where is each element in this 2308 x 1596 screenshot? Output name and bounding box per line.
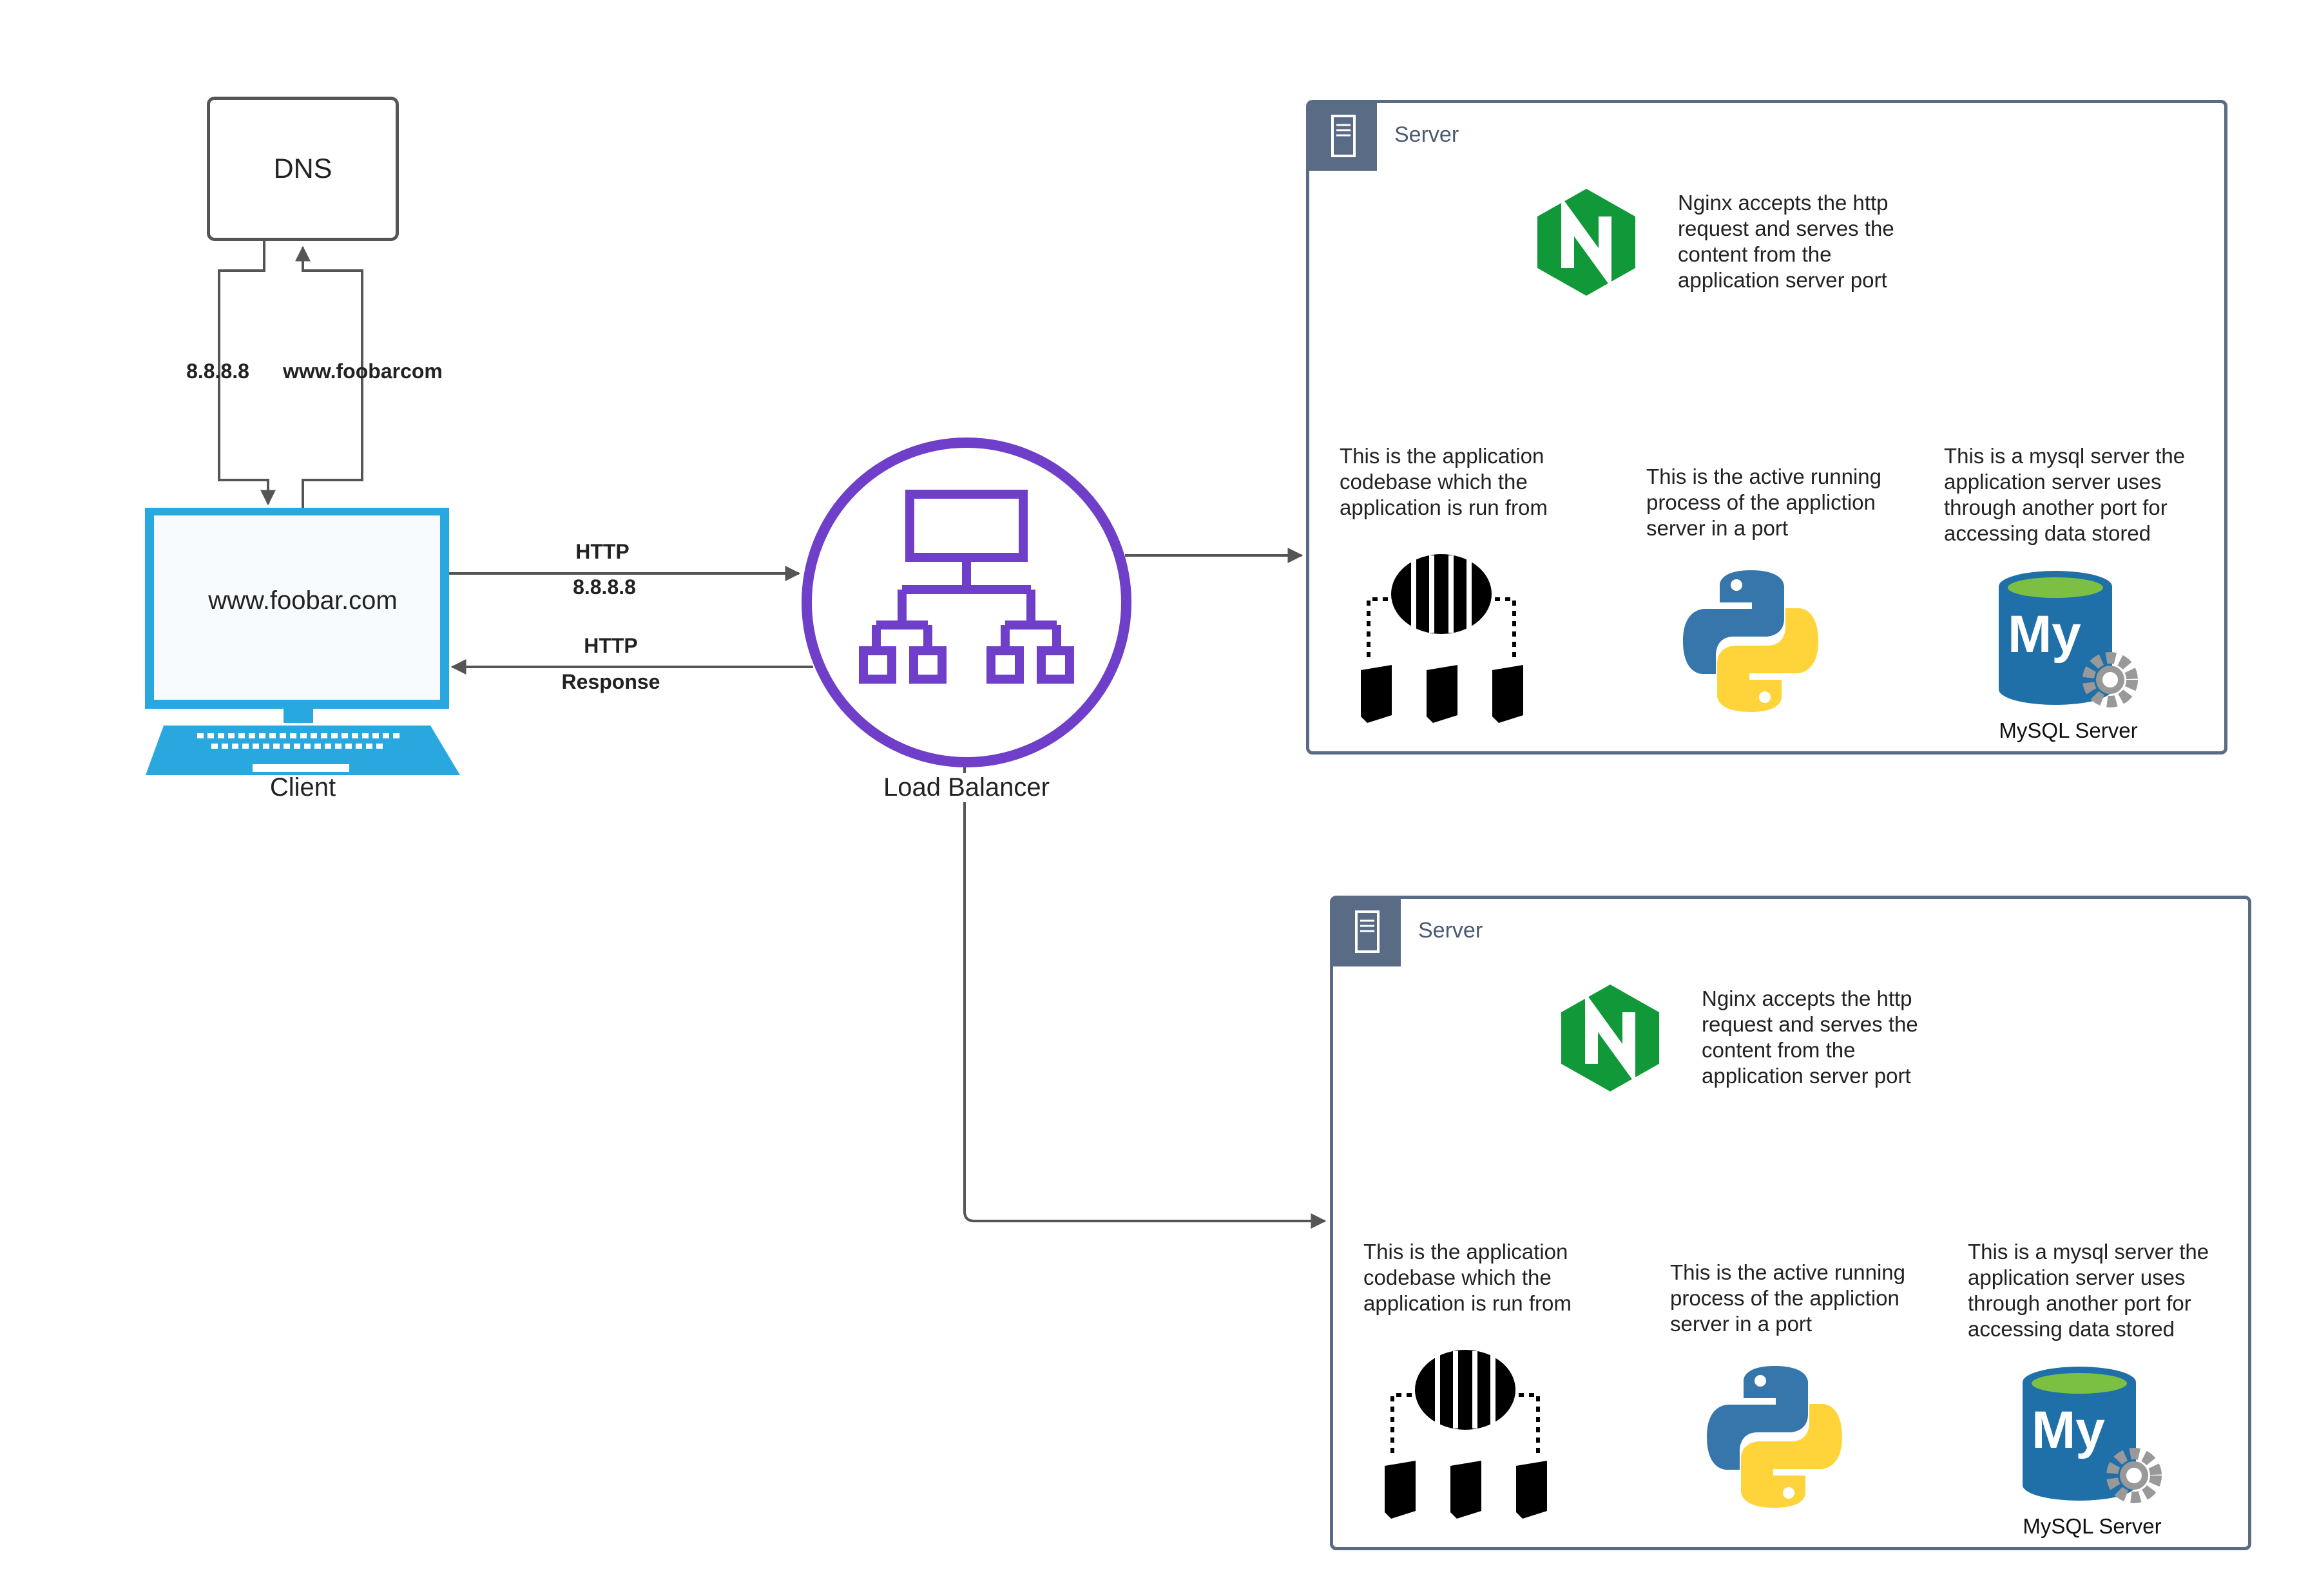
keyboard-key [304,744,311,749]
keyboard-key [345,744,352,749]
codebase-icon [1361,554,1523,723]
server-2: Server Nginx accepts the http request an… [1330,896,2251,1550]
keyboard-key [207,733,214,738]
keyboard-key [321,733,327,738]
keyboard-key [232,744,238,749]
keyboard-key [253,744,259,749]
keyboard-key [211,744,218,749]
keyboard-key [280,733,286,738]
mysql-icon: My [1999,571,2138,707]
laptop-icon [145,508,460,775]
server-1-title: Server [1394,122,1459,147]
keyboard-key [383,733,389,738]
keyboard-key [222,744,228,749]
keyboard-key [335,744,341,749]
keyboard-key [372,733,379,738]
server-1-mysql-caption: MySQL Server [1999,718,2138,742]
keyboard-key [314,744,321,749]
keyboard-key [311,733,317,738]
response-label-line1: HTTP [584,634,638,657]
keyboard-key [263,744,269,749]
server-icon [1331,115,1356,157]
mysql-icon: My [2023,1367,2162,1503]
server-2-mysql-text: This is a mysql server the application s… [1968,1240,2209,1341]
keyboard-key [290,733,296,738]
keyboard-key [331,733,338,738]
keyboard-key [249,733,255,738]
keyboard-key [362,733,369,738]
client-to-dns-connector [295,245,363,509]
lb-to-server2-arrow [963,767,1327,1229]
request-label-line1: HTTP [575,540,630,563]
keyboard-key [352,733,358,738]
response-label-line2: Response [561,670,660,693]
keyboard-key [325,744,331,749]
keyboard-key [294,744,300,749]
keyboard-key [366,744,372,749]
server-1: Server Nginx accepts the http request an… [1306,100,2227,755]
server-2-process-text: This is the active running process of th… [1670,1260,1906,1336]
keyboard-key [273,744,280,749]
server-1-mysql-text: This is a mysql server the application s… [1944,444,2186,545]
keyboard-keys [197,733,399,749]
python-icon [1683,570,1818,712]
server-2-tab [1333,899,1401,966]
keyboard-key [376,744,383,749]
dns-to-client-connector [218,241,276,506]
dns-ip-label: 8.8.8.8 [186,360,249,383]
client-caption: Client [269,773,336,802]
keyboard-key [238,733,245,738]
dns-label: DNS [273,153,332,184]
server-2-mysql-caption: MySQL Server [2023,1514,2162,1538]
client-screen-text: www.foobar.com [208,586,398,615]
keyboard-key [284,744,290,749]
codebase-icon [1385,1350,1547,1519]
request-label-line2: 8.8.8.8 [573,575,636,599]
server-1-tab [1309,103,1377,171]
svg-text:My: My [2008,605,2081,664]
server-1-codebase-text: This is the application codebase which t… [1340,444,1548,519]
dns-box: DNS [207,97,399,241]
server-2-nginx-text: Nginx accepts the http request and serve… [1702,986,1918,1088]
server-2-codebase-text: This is the application codebase which t… [1363,1240,1572,1315]
load-balancer-icon [802,437,1131,767]
nginx-icon [1537,189,1635,296]
keyboard-key [269,733,276,738]
keyboard-key [300,733,307,738]
keyboard-key [356,744,362,749]
keyboard-key [228,733,235,738]
python-icon [1707,1366,1842,1508]
server-1-process-text: This is the active running process of th… [1646,465,1882,540]
server-2-title: Server [1418,918,1483,943]
keyboard-key [393,733,399,738]
server-icon [1355,910,1380,953]
keyboard-key [242,744,249,749]
server-1-nginx-text: Nginx accepts the http request and serve… [1678,191,1894,292]
keyboard-key [341,733,348,738]
dns-domain-label: www.foobarcom [283,360,443,383]
keyboard-key [197,733,204,738]
keyboard-key [218,733,224,738]
svg-text:My: My [2032,1401,2105,1459]
keyboard-key [259,733,265,738]
nginx-icon [1561,985,1659,1091]
load-balancer-caption: Load Balancer [883,773,1050,802]
